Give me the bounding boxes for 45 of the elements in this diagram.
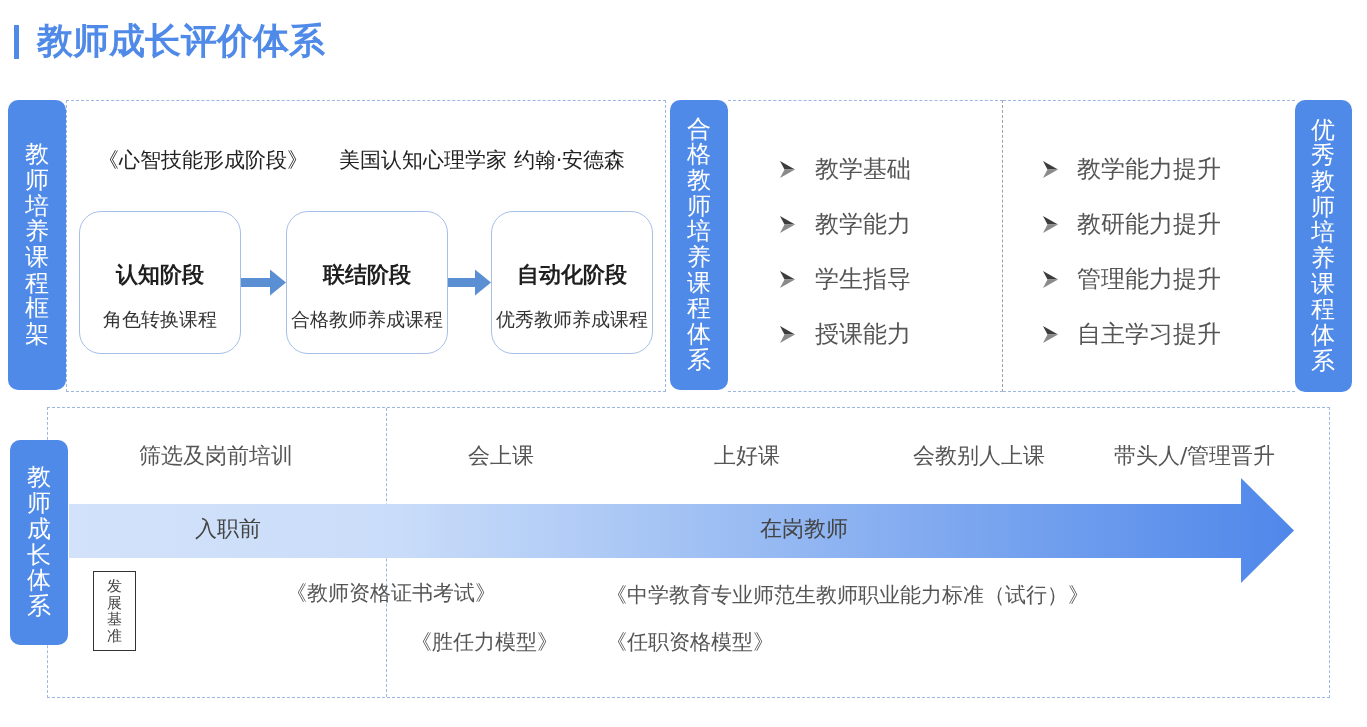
milestone-label: 带头人/管理晋升 <box>1114 443 1276 470</box>
arrow <box>241 269 286 296</box>
list-item: 管理能力提升 <box>1077 264 1221 294</box>
band-label: 教师培养课程框架 <box>24 142 50 348</box>
list-item: 教学能力 <box>815 209 911 239</box>
dashed-panel <box>66 100 666 392</box>
milestone-label: 会教别人上课 <box>913 443 1045 470</box>
phase-label: 在岗教师 <box>760 516 848 543</box>
page-title: 教师成长评价体系 <box>37 19 325 63</box>
heading-text: 《心智技能形成阶段》 <box>98 148 308 174</box>
standard-title: 《胜任力模型》 <box>411 630 558 656</box>
band-label: 教师成长体系 <box>26 465 52 620</box>
stage-subtitle: 角色转换课程 <box>103 308 217 331</box>
band-label: 优秀教师培养课程体系 <box>1310 117 1337 375</box>
list-item: 教研能力提升 <box>1077 209 1221 239</box>
arrow <box>448 269 491 296</box>
stage-box <box>79 211 241 354</box>
vertical-band <box>1295 100 1352 392</box>
list-item: 学生指导 <box>815 264 911 294</box>
milestone-label: 筛选及岗前培训 <box>139 443 293 470</box>
milestone-label: 上好课 <box>714 443 780 470</box>
stage-subtitle: 合格教师养成课程 <box>291 308 443 331</box>
list-item: 教学基础 <box>815 154 911 184</box>
stage-title: 联结阶段 <box>323 262 411 289</box>
list-item: 自主学习提升 <box>1077 319 1221 349</box>
standard-title: 《中学教育专业师范生教师职业能力标准（试行）》 <box>606 583 1089 609</box>
vertical-band <box>670 100 728 390</box>
list-item: 授课能力 <box>815 319 911 349</box>
stage-box <box>286 211 448 354</box>
standard-title: 《任职资格模型》 <box>606 630 774 656</box>
band-label: 合格教师培养课程体系 <box>686 116 712 374</box>
stage-box <box>491 211 653 354</box>
benchmark-label: 发展基准 <box>106 578 123 644</box>
stage-title: 自动化阶段 <box>517 262 627 289</box>
stage-subtitle: 优秀教师养成课程 <box>496 308 648 331</box>
vertical-band <box>8 100 66 390</box>
list-panel <box>728 100 1003 392</box>
list-item: 教学能力提升 <box>1077 154 1221 184</box>
standard-title: 《教师资格证书考试》 <box>286 581 496 607</box>
vertical-band <box>10 440 68 645</box>
benchmark-box <box>93 571 136 651</box>
milestone-label: 会上课 <box>468 443 534 470</box>
attribution-text: 美国认知心理学家 约翰·安德森 <box>339 148 626 174</box>
phase-label: 入职前 <box>195 516 261 543</box>
stage-title: 认知阶段 <box>116 262 204 289</box>
